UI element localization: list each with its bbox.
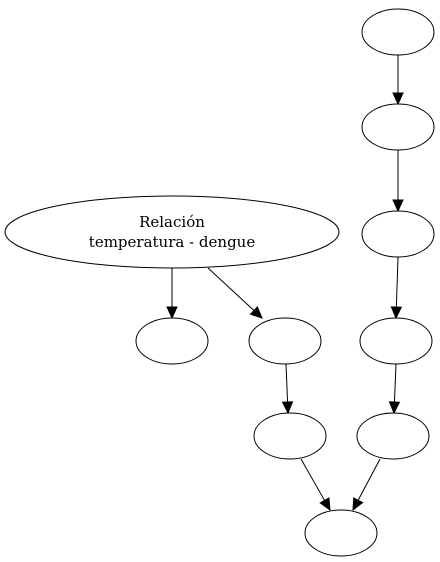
edge-line [300, 458, 325, 501]
edge-line [285, 363, 289, 403]
arrowhead [392, 199, 404, 213]
node-ellipse [304, 509, 378, 557]
edge-root-to-n2 [207, 267, 263, 319]
arrowhead [392, 92, 404, 106]
edge-line [395, 256, 399, 308]
node-root: Relación temperatura - dengue [4, 195, 340, 269]
edge-line [393, 363, 397, 403]
node-n2 [248, 317, 322, 365]
edge-root-to-n1 [166, 268, 178, 320]
edge-n8-to-n9 [388, 363, 401, 415]
arrowhead [249, 305, 263, 319]
edge-line [207, 267, 255, 311]
arrowhead [390, 306, 403, 320]
node-n8 [359, 317, 433, 365]
node-label-line: Relación [139, 213, 205, 231]
edge-n3-to-n4 [300, 458, 331, 512]
node-n7 [361, 210, 435, 258]
node-n3 [253, 412, 327, 460]
edge-n9-to-n4 [352, 458, 381, 512]
node-n1 [135, 317, 209, 365]
node-n4 [304, 509, 378, 557]
arrowhead [352, 497, 364, 512]
node-ellipse [4, 195, 340, 269]
edge-n7-to-n8 [390, 256, 403, 320]
edge-n2-to-n3 [281, 363, 294, 415]
edges-layer [166, 55, 404, 512]
node-ellipse [359, 317, 433, 365]
edge-line [357, 458, 381, 501]
node-n6 [361, 103, 435, 151]
node-ellipse [253, 412, 327, 460]
node-ellipse [356, 412, 430, 460]
nodes-layer: Relación temperatura - dengue [4, 8, 435, 557]
node-label-line: temperatura - dengue [89, 233, 256, 251]
arrowhead [388, 401, 401, 415]
node-ellipse [361, 210, 435, 258]
node-ellipse [135, 317, 209, 365]
node-n9 [356, 412, 430, 460]
node-ellipse [248, 317, 322, 365]
edge-n5-to-n6 [392, 55, 404, 106]
edge-n6-to-n7 [392, 150, 404, 213]
arrowhead [281, 401, 294, 415]
node-ellipse [361, 103, 435, 151]
node-ellipse [361, 8, 435, 56]
arrowhead [319, 497, 331, 512]
arrowhead [166, 306, 178, 320]
node-n5 [361, 8, 435, 56]
